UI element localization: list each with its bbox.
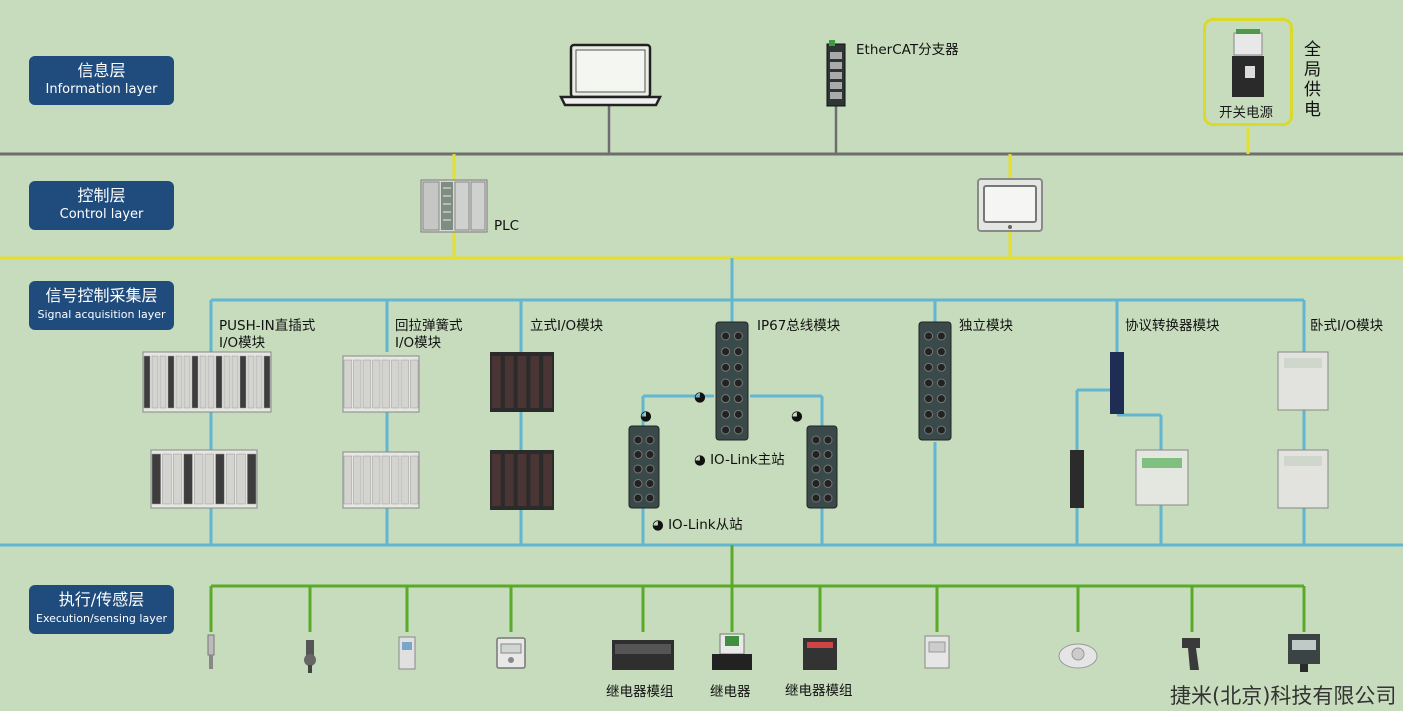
info-trunk — [0, 106, 1403, 156]
horizontal-io-label: 卧式I/O模块 — [1310, 318, 1384, 334]
iolink-symbol-2: ◕ — [694, 389, 706, 405]
control-layer-subtitle: Control layer — [59, 207, 144, 222]
signal-devices — [142, 321, 1329, 510]
ethercat-splitter-icon — [826, 40, 846, 107]
laptop-icon — [558, 43, 663, 107]
vertical-io-label: 立式I/O模块 — [530, 318, 604, 334]
spring-io-label: 回拉弹簧式I/O模块 — [395, 318, 463, 351]
iolink-slave-module-left — [628, 425, 660, 509]
converter-io-module — [1070, 450, 1084, 508]
controller-box-icon — [924, 635, 950, 669]
control-layer-badge: 控制层 Control layer — [29, 181, 174, 230]
relay-icon — [712, 633, 752, 670]
standalone-module — [918, 321, 952, 441]
power-lines — [0, 127, 1403, 260]
execution-bus — [209, 545, 1306, 632]
sensor-cable-icon — [304, 640, 316, 673]
io-hub-icon — [1288, 634, 1320, 672]
execution-layer-subtitle: Execution/sensing layer — [36, 612, 167, 625]
iolink-slave-symbol: ◕ — [652, 517, 664, 533]
barcode-scanner-icon — [1182, 638, 1200, 670]
transmitter-icon — [398, 636, 416, 670]
meter-icon — [496, 637, 526, 669]
iolink-symbol-3: ◕ — [791, 408, 803, 424]
iolink-master-label: ◕ IO-Link主站 — [694, 452, 785, 469]
ip67-bus-module — [715, 321, 749, 441]
power-supply-label: 开关电源 — [1219, 105, 1273, 121]
hmi-panel-icon — [977, 178, 1043, 232]
iolink-slave-text: IO-Link从站 — [668, 517, 743, 533]
iolink-slave-module-right — [806, 425, 838, 509]
iolink-master-text: IO-Link主站 — [710, 452, 785, 468]
info-layer-title: 信息层 — [77, 61, 126, 80]
ip67-bus-label: IP67总线模块 — [757, 318, 841, 334]
company-name: 捷米(北京)科技有限公司 — [1170, 684, 1397, 708]
signal-layer-title: 信号控制采集层 — [45, 286, 158, 305]
iolink-symbol-1: ◕ — [640, 408, 652, 424]
signal-layer-badge: 信号控制采集层 Signal acquisition layer — [29, 281, 174, 330]
plc-icon — [420, 179, 488, 233]
info-layer-badge: 信息层 Information layer — [29, 56, 174, 105]
push-in-io-label: PUSH-IN直插式I/O模块 — [219, 318, 316, 351]
relay-module-label-1: 继电器模组 — [606, 684, 674, 700]
protocol-converter-label: 协议转换器模块 — [1125, 318, 1220, 334]
encoder-icon — [1058, 643, 1098, 669]
standalone-module-label: 独立模块 — [959, 318, 1013, 334]
switching-power-supply-icon — [1232, 29, 1264, 97]
iolink-master-symbol: ◕ — [694, 452, 706, 468]
relay-label: 继电器 — [710, 684, 751, 700]
relay-module-small-icon — [803, 638, 837, 670]
iolink-slave-label: ◕ IO-Link从站 — [652, 517, 743, 534]
plc-label: PLC — [494, 218, 520, 234]
proximity-switch-icon — [207, 634, 215, 669]
execution-layer-title: 执行/传感层 — [58, 590, 145, 609]
power-supply-frame — [1203, 18, 1293, 126]
signal-layer-subtitle: Signal acquisition layer — [37, 308, 166, 321]
relay-module-icon — [612, 640, 674, 670]
protocol-converter-module — [1110, 352, 1124, 414]
execution-layer-badge: 执行/传感层 Execution/sensing layer — [29, 585, 174, 634]
control-layer-title: 控制层 — [77, 186, 126, 205]
ethercat-splitter-label: EtherCAT分支器 — [856, 42, 959, 58]
info-layer-subtitle: Information layer — [45, 82, 158, 97]
global-power-label: 全局供电 — [1304, 40, 1321, 120]
relay-module-label-2: 继电器模组 — [785, 683, 853, 699]
